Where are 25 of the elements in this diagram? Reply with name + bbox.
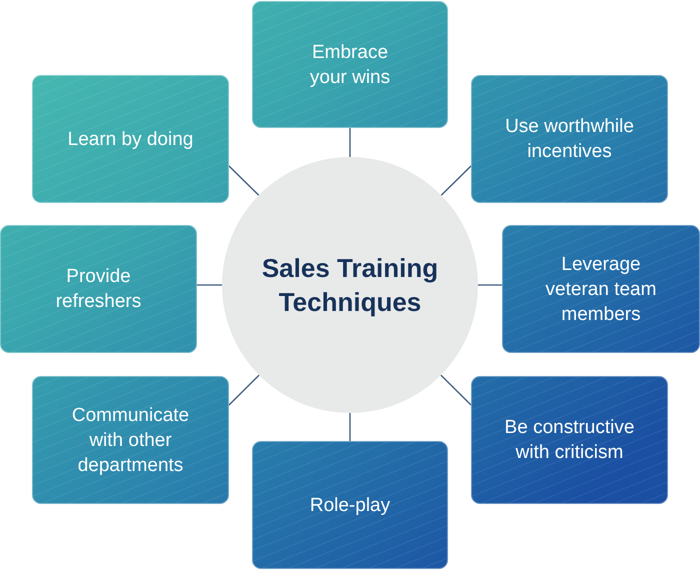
- connector-line: [228, 374, 260, 406]
- technique-label: Use worthwhile incentives: [504, 115, 635, 164]
- technique-label: Provide refreshers: [54, 265, 142, 314]
- connector-line: [440, 374, 472, 406]
- connector-line: [349, 128, 351, 157]
- technique-box: [252, 1, 448, 128]
- technique-label: Role-play: [310, 494, 390, 518]
- technique-label: Leverage veteran team members: [544, 252, 658, 326]
- technique-box: [502, 225, 700, 353]
- connector-line: [440, 166, 472, 196]
- connector-line: [197, 284, 222, 286]
- technique-box: [471, 75, 668, 203]
- technique-box: [32, 75, 229, 203]
- technique-label: Be constructive with criticism: [504, 416, 636, 465]
- connector-line: [228, 166, 260, 196]
- technique-box: [471, 376, 668, 504]
- connector-line: [349, 413, 351, 441]
- technique-label: Communicate with other departments: [70, 404, 190, 478]
- technique-box: [0, 225, 197, 353]
- technique-label: Embrace your wins: [308, 40, 392, 90]
- topic-title: Sales Training Techniques: [260, 252, 440, 319]
- connector-line: [478, 284, 502, 286]
- technique-label: Learn by doing: [68, 128, 194, 152]
- technique-box: [252, 441, 448, 569]
- technique-box: [32, 376, 229, 504]
